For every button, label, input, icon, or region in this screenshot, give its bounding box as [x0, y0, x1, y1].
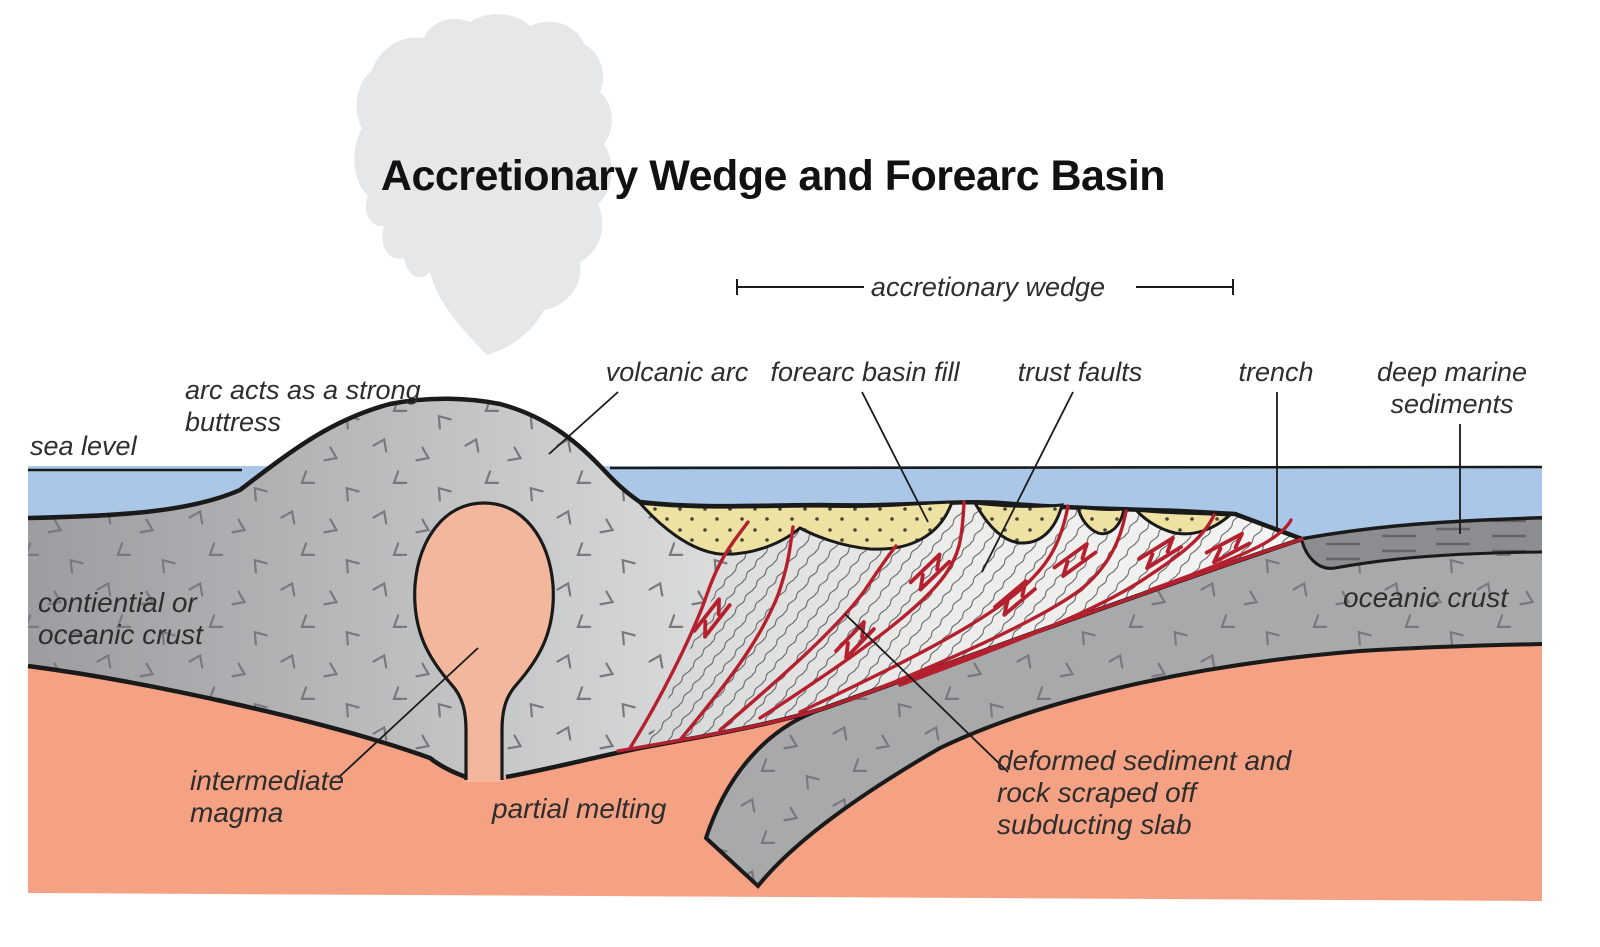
pointer-intermediate-magma: [337, 647, 479, 779]
forearc-basin-fill: [636, 500, 1234, 556]
magma-chamber: [413, 501, 555, 782]
thrust-fault: [678, 525, 795, 742]
pointer-trust-faults: [981, 391, 1074, 573]
label-forearc-basin-fill: forearc basin fill: [770, 357, 960, 387]
label-buttress-line1: arc acts as a strong: [185, 375, 421, 405]
label-deformed-line2: rock scraped off: [997, 777, 1199, 808]
label-continental-crust-line1: contiential or: [38, 587, 198, 618]
label-buttress-line2: buttress: [185, 407, 281, 437]
sea-level-line: [28, 465, 1543, 472]
label-volcanic-arc: volcanic arc: [606, 357, 749, 387]
label-sea-level: sea level: [30, 431, 138, 461]
thrust-faults: [616, 500, 1304, 753]
thrust-fault: [1148, 518, 1293, 592]
thrust-fault: [628, 520, 750, 750]
label-deep-marine-line2: sediments: [1390, 389, 1513, 419]
diagram-title: Accretionary Wedge and Forearc Basin: [381, 152, 1165, 200]
basin-lens: [1076, 505, 1126, 536]
accretionary-wedge-bracket: [736, 279, 1234, 295]
pointer-forearc-basin-fill: [861, 391, 929, 523]
pointer-volcanic-arc: [548, 391, 619, 455]
bracket-label: accretionary wedge: [871, 272, 1105, 302]
label-partial-melting: partial melting: [491, 793, 667, 824]
pointer-deformed-sediment: [844, 613, 1009, 773]
label-trust-faults: trust faults: [1018, 357, 1143, 387]
label-deformed-line1: deformed sediment and: [997, 745, 1293, 776]
marine-sediment-layer: [1300, 516, 1543, 570]
label-deep-marine-line1: deep marine: [1377, 357, 1527, 387]
label-intermediate-magma-line1: intermediate: [190, 765, 344, 796]
label-continental-crust-line2: oceanic crust: [38, 619, 204, 650]
label-intermediate-magma-line2: magma: [190, 797, 283, 828]
label-trench: trench: [1238, 357, 1313, 387]
basin-lens: [972, 501, 1065, 545]
smoke-plume: [354, 14, 612, 355]
thrust-fault: [898, 513, 1216, 687]
label-oceanic-crust: oceanic crust: [1343, 582, 1509, 613]
thrust-fault: [718, 544, 898, 732]
basin-lens: [636, 500, 955, 556]
crust-bottom-line: [27, 663, 467, 780]
seafloor-line: [27, 396, 1303, 542]
label-deformed-line3: subducting slab: [997, 809, 1192, 840]
thrust-fault: [758, 500, 966, 720]
thrust-fault: [848, 509, 1128, 702]
